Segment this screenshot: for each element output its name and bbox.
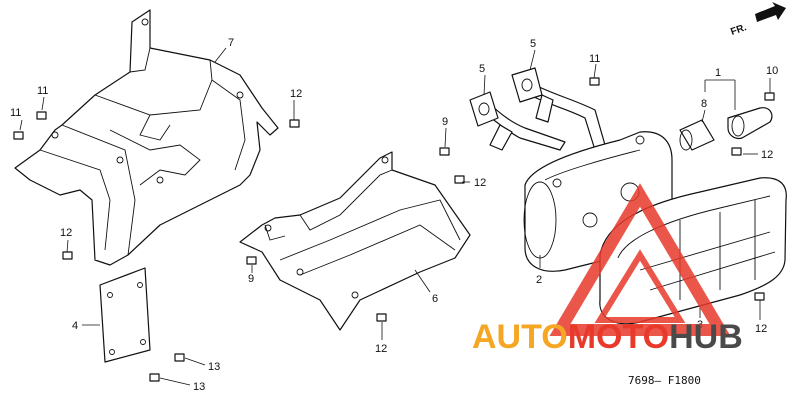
direction-label: FR. [729,22,748,38]
callout-1: 1 [715,67,721,79]
callout-12f: 12 [755,323,767,335]
callout-12b: 12 [474,177,486,189]
watermark-auto: AUTO [472,318,568,356]
bracket-assembly [14,9,279,266]
callout-13a: 13 [208,361,220,373]
bolt-icon [13,77,775,382]
spark-arrester-part-8 [679,119,715,151]
tail-pipe-part-10 [727,107,773,140]
heat-shield-part-6 [239,151,471,331]
callout-11b: 11 [37,85,48,97]
plate-part-4 [99,267,151,363]
callout-13b: 13 [193,381,205,393]
watermark-hub: HUB [669,318,743,356]
callout-12d: 12 [375,343,387,355]
callout-9a: 9 [442,116,448,128]
callout-8: 8 [701,98,707,110]
callout-7: 7 [228,37,234,49]
callout-2: 2 [536,274,542,286]
callout-10: 10 [766,65,778,77]
callout-11c: 11 [589,53,600,65]
callout-9b: 9 [248,273,254,285]
callout-labels: 1 2 3 4 5 5 6 7 8 9 9 10 11 11 11 12 12 … [10,37,778,393]
callout-5b: 5 [530,38,536,50]
exhaust-pipes [469,67,606,151]
callout-11a: 11 [10,107,21,119]
watermark-text: AUTOMOTOHUB [472,318,743,356]
callout-12a: 12 [290,88,302,100]
leader-lines [19,47,771,386]
drawing-code: 7698— F1800 [628,374,701,387]
front-direction-arrow: FR. [729,2,786,38]
callout-12c: 12 [60,227,72,239]
watermark-moto: MOTO [568,318,669,356]
watermark-logo [549,183,731,336]
callout-5a: 5 [479,63,485,75]
callout-12e: 12 [761,149,773,161]
callout-6: 6 [432,293,438,305]
callout-4: 4 [72,320,78,332]
